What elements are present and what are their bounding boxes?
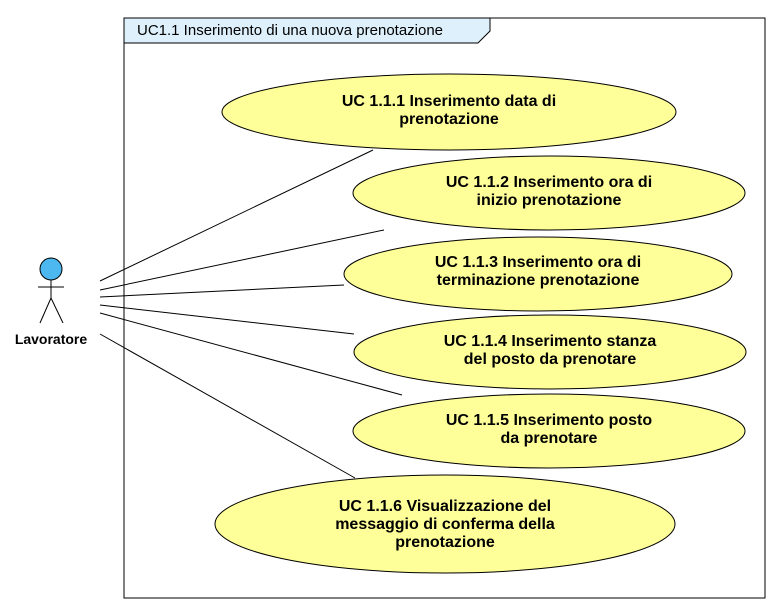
use-case-label-line: UC 1.1.3 Inserimento ora di: [435, 254, 641, 271]
system-title: UC1.1 Inserimento di una nuova prenotazi…: [137, 22, 443, 39]
association-uc-1-1-4: [99, 304, 355, 335]
use-case-label-line: UC 1.1.4 Inserimento stanza: [444, 333, 657, 350]
use-case-label-line: del posto da prenotare: [464, 351, 637, 368]
use-case-ellipse: [214, 474, 676, 574]
use-case-ellipse: [343, 236, 733, 312]
use-case-label-line: UC 1.1.5 Inserimento posto: [446, 412, 652, 429]
use-case-label-line: UC 1.1.2 Inserimento ora di: [446, 174, 652, 191]
use-case-label-line: prenotazione: [399, 111, 499, 128]
use-case-ellipse: [352, 155, 746, 231]
use-case-label-line: da prenotare: [501, 430, 598, 447]
actor-left-leg: [39, 297, 52, 324]
use-case-ellipse: [221, 73, 677, 151]
use-case-label-line: UC 1.1.6 Visualizzazione del: [339, 498, 551, 515]
actor-head: [39, 257, 63, 281]
use-cases: UC 1.1.1 Inserimento data diprenotazione…: [214, 73, 747, 574]
association-uc-1-1-3: [99, 284, 345, 298]
use-case-label-line: terminazione prenotazione: [437, 272, 640, 289]
use-case-label-line: prenotazione: [395, 534, 495, 551]
use-case-label-line: inizio prenotazione: [477, 192, 622, 209]
system-title-tab: [123, 17, 491, 44]
use-case-3: UC 1.1.3 Inserimento ora diterminazione …: [343, 236, 733, 312]
use-case-label-line: messaggio di conferma della: [335, 516, 555, 533]
use-case-ellipse: [352, 393, 746, 469]
association-uc-1-1-2: [99, 229, 385, 291]
association-uc-1-1-1: [99, 149, 374, 282]
actor-lavoratore: [38, 257, 64, 324]
association-uc-1-1-5: [99, 312, 403, 396]
association-uc-1-1-6: [99, 333, 356, 479]
actor-right-leg: [50, 297, 64, 324]
actor-name: Lavoratore: [15, 331, 88, 347]
associations: [99, 149, 403, 479]
use-case-label-line: UC 1.1.1 Inserimento data di: [342, 93, 556, 110]
use-case-ellipse: [353, 314, 747, 390]
